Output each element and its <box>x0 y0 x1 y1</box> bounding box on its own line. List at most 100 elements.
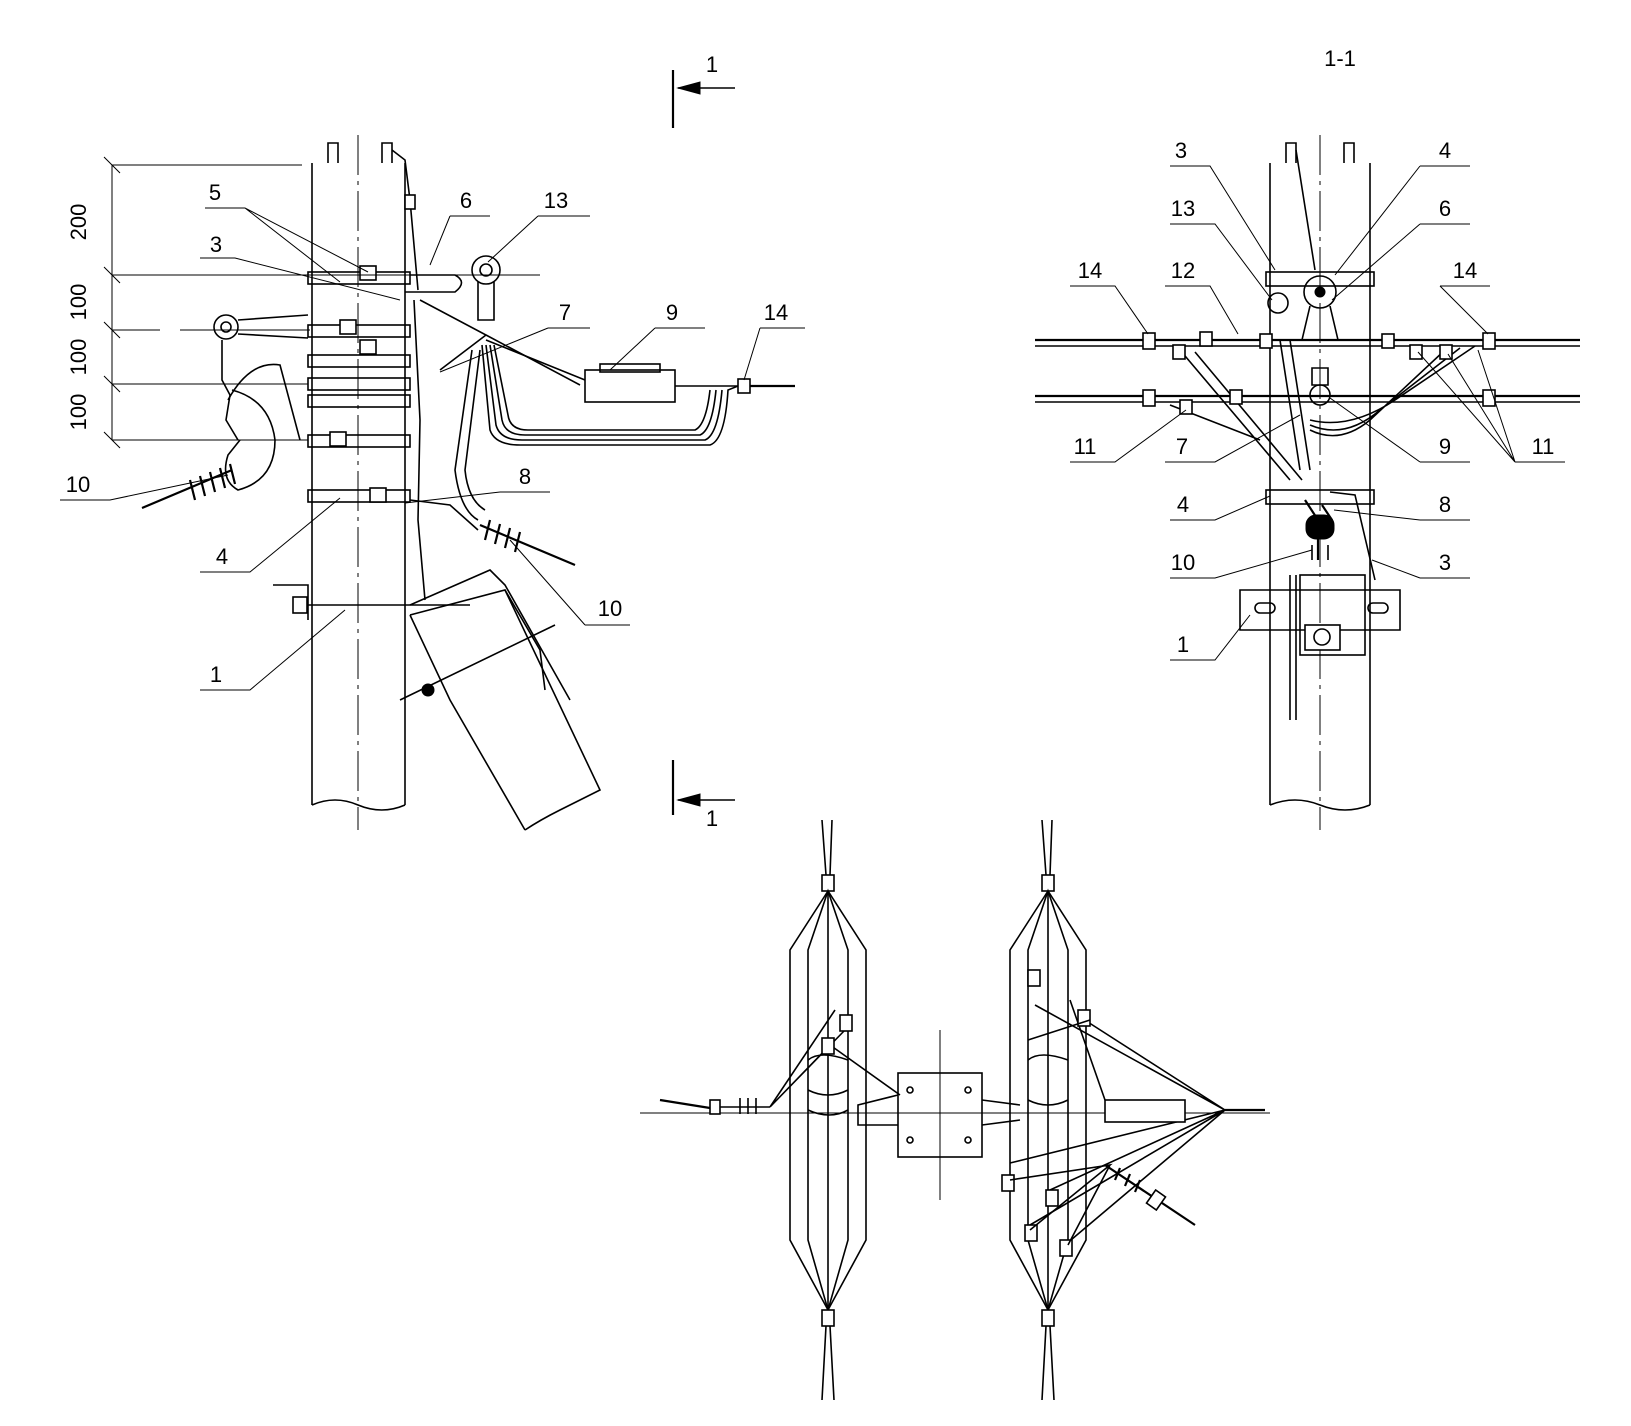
hook-shank <box>477 282 495 321</box>
dimension-chain: 200 100 100 100 <box>66 156 540 449</box>
plan-view <box>640 819 1270 1401</box>
dimension-extensions <box>112 164 540 441</box>
dimension-200: 200 <box>66 204 91 241</box>
callout-13: 13 <box>544 188 568 213</box>
crossarm-inner <box>504 589 546 691</box>
side-clamp-c <box>1409 344 1423 360</box>
side-nut <box>1313 628 1331 646</box>
side-hook-top <box>1303 275 1337 309</box>
left-wire-loop-2 <box>227 363 301 441</box>
dimension-ticks <box>103 156 121 449</box>
side-callout-10: 10 <box>1171 550 1195 575</box>
front-callouts: 5 6 13 3 7 9 14 10 8 4 10 1 <box>60 180 805 691</box>
plan-plate-arms <box>857 1094 1021 1126</box>
branch-wires <box>419 299 581 386</box>
bracket-1-rod <box>273 584 470 620</box>
plan-left-hooks <box>807 1054 849 1116</box>
pole-top-bolts <box>327 142 393 163</box>
side-wire-3 <box>1329 491 1376 581</box>
side-view <box>1035 135 1580 830</box>
side-branches-right <box>1309 345 1476 437</box>
plan-right-bottom-clamp <box>1041 1309 1055 1327</box>
side-hook-pin <box>1314 286 1326 298</box>
side-callout-4-top: 4 <box>1439 138 1451 163</box>
plan-right-insulator-clamp <box>1145 1188 1167 1212</box>
callout-4: 4 <box>216 544 228 569</box>
left-wire-loop <box>224 389 276 491</box>
plan-right-insulator <box>1104 1164 1196 1226</box>
side-vertical-wires <box>1279 339 1311 471</box>
side-callout-3-top: 3 <box>1175 138 1187 163</box>
plan-left-fan <box>769 1009 901 1108</box>
ground-wire <box>391 149 426 601</box>
side-clamp-14-left <box>1142 332 1156 350</box>
bracket-1-nut <box>292 596 308 614</box>
section-mark-bottom: 1 <box>671 760 735 831</box>
side-clamp-lower-left <box>1142 389 1156 407</box>
callout-14: 14 <box>764 300 788 325</box>
side-clamp-11 <box>1179 399 1193 415</box>
lower-wires <box>409 349 486 531</box>
side-callout-14-right: 14 <box>1453 258 1477 283</box>
side-callout-14-left: 14 <box>1078 258 1102 283</box>
side-clamp-b <box>1381 333 1395 349</box>
side-clamp-lower-right <box>1482 389 1496 407</box>
crossarm-brace <box>399 624 556 701</box>
callout-3: 3 <box>210 232 222 257</box>
side-callout-11-left: 11 <box>1074 434 1097 459</box>
side-callout-12: 12 <box>1171 258 1195 283</box>
right-insulator <box>479 519 576 567</box>
side-callout-7: 7 <box>1176 434 1188 459</box>
side-clamp-f <box>1229 389 1243 405</box>
side-callouts: 3 4 13 6 14 12 14 11 7 9 11 4 8 10 3 1 <box>1070 138 1565 661</box>
plan-right-clamp-a <box>1077 1009 1091 1027</box>
plan-connector <box>1104 1099 1186 1123</box>
crossarm-arm <box>409 569 571 701</box>
callout-10-right: 10 <box>598 596 622 621</box>
side-clamp-14-right <box>1482 332 1496 350</box>
pole-break-line <box>311 799 406 811</box>
side-callout-11-right: 11 <box>1532 434 1555 459</box>
connector-9 <box>584 369 676 403</box>
plan-right-clamp-b <box>1027 969 1041 987</box>
callout-1: 1 <box>210 662 222 687</box>
side-insulator-pins <box>1311 545 1329 560</box>
plan-right-clamp-e <box>1024 1224 1038 1242</box>
side-callout-13: 13 <box>1171 196 1195 221</box>
hook-top-left-inner <box>220 321 232 333</box>
hook-top-left <box>213 314 239 340</box>
callout-5: 5 <box>209 180 221 205</box>
dimension-100-b: 100 <box>66 339 91 376</box>
top-bracket-6 <box>405 274 463 293</box>
section-mark-top: 1 <box>671 52 735 128</box>
wire-bundle-4 <box>493 344 711 431</box>
side-slot-right <box>1367 602 1389 614</box>
plan-right-hooks <box>1027 1054 1069 1106</box>
plan-left-lead-cable <box>659 1098 711 1110</box>
plan-connector-lead <box>1069 999 1106 1101</box>
section-mark-bottom-label: 1 <box>706 806 718 831</box>
section-mark-top-label: 1 <box>706 52 718 77</box>
side-clamp-a <box>1259 333 1273 349</box>
plan-left-clamp-a <box>839 1014 853 1032</box>
side-hook-9-body <box>1311 367 1329 386</box>
hook-top-right-inner <box>479 263 493 277</box>
side-callout-9: 9 <box>1439 434 1451 459</box>
dimension-100-a: 100 <box>66 284 91 321</box>
side-band-2 <box>1265 489 1375 505</box>
side-slot-left <box>1254 602 1276 614</box>
left-insulator <box>141 463 237 510</box>
side-bracket-plate <box>1239 589 1401 631</box>
plan-left-lead-insulator <box>720 1098 770 1114</box>
callout-6: 6 <box>460 188 472 213</box>
hook-top-right <box>471 255 501 285</box>
side-branches-left <box>1169 349 1303 481</box>
callout-7: 7 <box>559 300 571 325</box>
wire-bundle-3 <box>489 344 717 436</box>
pole-bands <box>307 265 411 503</box>
plan-left-bottom-clamp <box>821 1309 835 1327</box>
side-bracket-box <box>1299 574 1366 656</box>
side-callout-8: 8 <box>1439 492 1451 517</box>
callout-8: 8 <box>519 464 531 489</box>
